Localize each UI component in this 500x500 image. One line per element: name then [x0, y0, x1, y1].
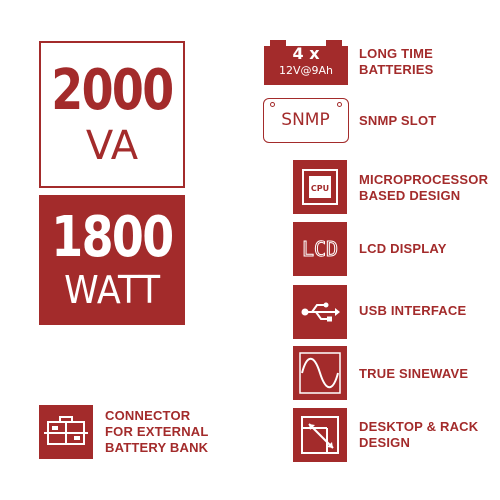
connector-label-line2: FOR EXTERNAL: [105, 424, 209, 439]
battery-connector-icon: [39, 405, 93, 459]
va-rating-value: 2000: [51, 57, 174, 123]
usb-label: USB INTERFACE: [359, 303, 467, 318]
lcd-icon: LCD: [293, 222, 347, 276]
cpu-label-line2: BASED DESIGN: [359, 188, 461, 203]
snmp-icon-text: SNMP: [281, 110, 330, 130]
sinewave-icon: [293, 346, 347, 400]
watt-rating-box: 1800 WATT: [39, 195, 185, 325]
connector-label-line3: BATTERY BANK: [105, 440, 209, 455]
snmp-label: SNMP SLOT: [359, 113, 437, 128]
watt-rating-value: 1800: [51, 205, 174, 270]
usb-icon: [293, 285, 347, 339]
batteries-label: LONG TIME BATTERIES: [359, 46, 434, 78]
cpu-label-line1: MICROPROCESSOR: [359, 172, 489, 187]
batteries-label-line1: LONG TIME: [359, 46, 434, 61]
connector-label: CONNECTOR FOR EXTERNAL BATTERY BANK: [105, 408, 209, 456]
rack-icon: [293, 408, 347, 462]
rack-label: DESKTOP & RACK DESIGN: [359, 419, 478, 451]
rack-label-line1: DESKTOP & RACK: [359, 419, 479, 434]
batteries-label-line2: BATTERIES: [359, 62, 434, 77]
cpu-icon-text: CPU: [311, 184, 329, 193]
lcd-label: LCD DISPLAY: [359, 241, 447, 256]
va-rating-unit: VA: [85, 122, 139, 169]
connector-label-line1: CONNECTOR: [105, 408, 191, 423]
battery-count: 4 x: [292, 44, 320, 63]
cpu-label: MICROPROCESSOR BASED DESIGN: [359, 172, 488, 204]
sinewave-label: TRUE SINEWAVE: [359, 366, 469, 381]
battery-spec: 12V@9Ah: [278, 64, 334, 77]
rack-label-line2: DESIGN: [359, 435, 411, 450]
cpu-icon: CPU: [293, 160, 347, 214]
lcd-icon-text: LCD: [302, 237, 338, 261]
snmp-card-icon: SNMP: [263, 98, 349, 143]
battery-icon: 4 x 12V@9Ah: [264, 40, 348, 85]
va-rating-box: 2000 VA: [39, 41, 185, 188]
watt-rating-unit: WATT: [64, 268, 160, 312]
